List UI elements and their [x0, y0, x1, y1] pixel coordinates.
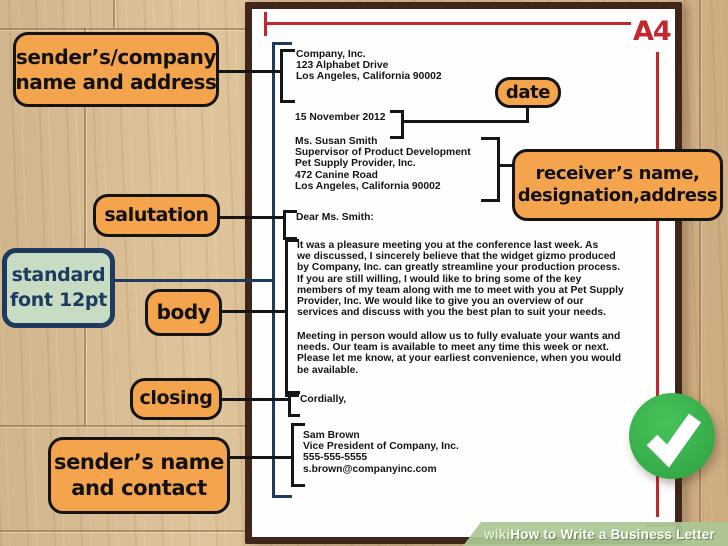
- wood-seam: [0, 425, 247, 427]
- closing-bracket: [288, 391, 300, 417]
- callout-sender-contact: sender’s name and contact: [48, 437, 230, 514]
- closing-callout-line: [221, 398, 290, 401]
- letter-body-paragraph-2: Meeting in person would allow us to full…: [297, 331, 622, 376]
- font-box-connector-line: [113, 279, 274, 282]
- letter-date: 15 November 2012: [295, 112, 386, 123]
- wikihow-watermark-bar: wiki How to Write a Business Letter: [463, 522, 728, 546]
- date-callout-line: [401, 120, 529, 123]
- wood-seam: [84, 28, 86, 426]
- receiver-callout-line: [497, 164, 514, 167]
- letter-recipient-block: Ms. Susan Smith Supervisor of Product De…: [295, 136, 471, 192]
- paper-size-label: A4: [633, 16, 672, 47]
- callout-standard-font: standard font 12pt: [2, 248, 115, 328]
- letter-salutation: Dear Ms. Smith:: [296, 212, 374, 223]
- wood-seam: [113, 0, 115, 28]
- salutation-bracket: [283, 210, 297, 240]
- watermark-title: How to Write a Business Letter: [510, 526, 715, 542]
- callout-receiver: receiver’s name, designation,address: [512, 149, 723, 221]
- wood-seam: [699, 0, 701, 546]
- body-bracket: [285, 239, 299, 397]
- sender-callout-line: [219, 70, 281, 73]
- letter-margin-bracket: [272, 42, 292, 498]
- salutation-callout-line: [219, 216, 285, 219]
- letter-paper: [245, 2, 682, 544]
- wood-seam: [0, 530, 245, 532]
- callout-salutation: salutation: [93, 194, 220, 237]
- check-icon: [646, 413, 702, 468]
- recipient-bracket: [481, 137, 500, 202]
- a4-height-line: [656, 52, 659, 517]
- letter-sender-address: Company, Inc. 123 Alphabet Drive Los Ang…: [296, 49, 442, 83]
- date-callout-line-vertical: [526, 107, 529, 123]
- callout-date: date: [495, 77, 561, 108]
- sender-address-bracket: [280, 49, 295, 103]
- body-callout-line: [221, 310, 287, 313]
- callout-sender-company: sender’s/company name and address: [13, 32, 219, 107]
- a4-width-endcap: [264, 12, 267, 36]
- wood-seam: [0, 28, 247, 30]
- callout-body: body: [145, 289, 222, 336]
- date-bracket: [390, 110, 404, 139]
- wikihow-logo-text: wiki: [484, 526, 511, 542]
- signature-bracket: [291, 423, 305, 487]
- a4-width-line: [265, 22, 631, 25]
- letter-body-paragraph-1: It was a pleasure meeting you at the con…: [297, 240, 624, 319]
- letter-signature-block: Sam Brown Vice President of Company, Inc…: [303, 430, 459, 475]
- sender-contact-callout-line: [229, 456, 293, 459]
- check-badge: [629, 393, 715, 479]
- letter-closing: Cordially,: [300, 394, 347, 405]
- callout-closing: closing: [130, 378, 222, 420]
